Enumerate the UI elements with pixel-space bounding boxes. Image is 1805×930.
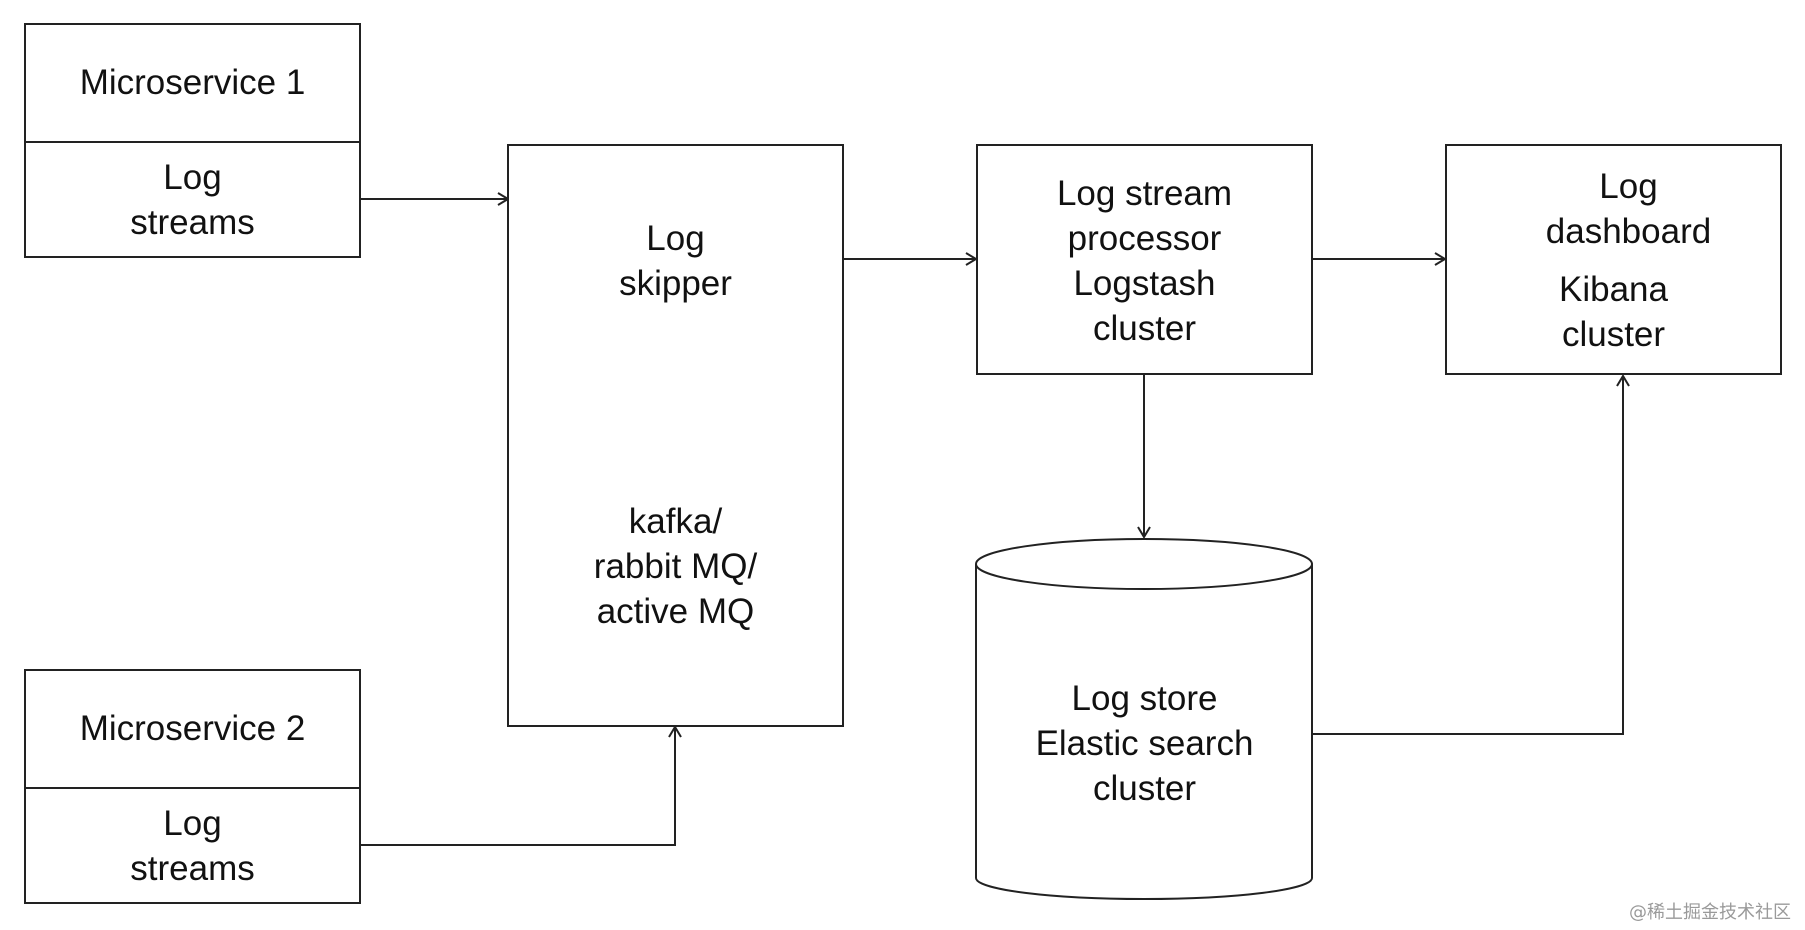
- log-dashboard-box: Log dashboard Kibana cluster: [1445, 144, 1782, 375]
- watermark-text: @稀土掘金技术社区: [1629, 902, 1791, 923]
- microservice-2-streams-label: streams: [130, 849, 255, 888]
- arrow-store-to-dashboard: [1312, 374, 1630, 735]
- broker-line2: rabbit MQ/: [593, 547, 758, 586]
- broker-line3: active MQ: [596, 592, 755, 631]
- processor-line3: Logstash: [1073, 264, 1216, 303]
- log-store-text: Log store Elastic search cluster: [976, 676, 1313, 816]
- microservice-2-box: Microservice 2 Log streams: [24, 669, 361, 904]
- processor-line2: processor: [1067, 219, 1222, 258]
- dashboard-line2: dashboard: [1545, 212, 1712, 251]
- microservice-2-title: Microservice 2: [79, 709, 306, 748]
- microservice-1-divider: [26, 141, 359, 143]
- log-skipper-line2: skipper: [619, 264, 732, 303]
- store-line2: Elastic search: [1035, 724, 1254, 763]
- dashboard-line3: Kibana: [1559, 270, 1668, 309]
- log-skipper-box: Log skipper kafka/ rabbit MQ/ active MQ: [507, 144, 844, 727]
- store-line3: cluster: [1092, 769, 1197, 808]
- arrow-ms2-to-skipper: [360, 725, 682, 846]
- microservice-1-box: Microservice 1 Log streams: [24, 23, 361, 258]
- microservice-2-log-label: Log: [163, 804, 222, 843]
- log-store-cylinder: [975, 538, 1313, 900]
- log-skipper-line1: Log: [646, 219, 705, 258]
- microservice-1-streams-label: streams: [130, 203, 255, 242]
- microservice-1-log-label: Log: [163, 158, 222, 197]
- dashboard-line4: cluster: [1561, 315, 1666, 354]
- microservice-2-divider: [26, 787, 359, 789]
- dashboard-line1: Log: [1599, 167, 1658, 206]
- microservice-1-title: Microservice 1: [79, 63, 306, 102]
- processor-line1: Log stream: [1056, 174, 1233, 213]
- broker-line1: kafka/: [628, 502, 723, 541]
- processor-line4: cluster: [1092, 309, 1197, 348]
- store-line1: Log store: [1071, 679, 1218, 718]
- log-stream-processor-box: Log stream processor Logstash cluster: [976, 144, 1313, 375]
